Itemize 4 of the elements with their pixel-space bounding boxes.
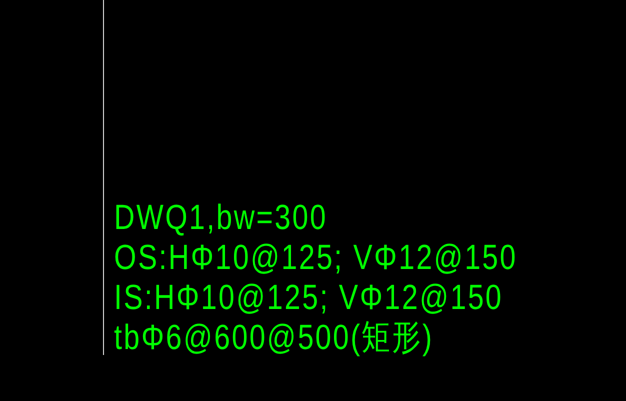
rebar-annotation: DWQ1,bw=300 — [114, 199, 328, 237]
rebar-annotation: tbΦ6@600@500(矩形) — [114, 319, 434, 357]
rebar-annotation: IS:HΦ10@125; VΦ12@150 — [114, 279, 504, 317]
rebar-annotation: OS:HΦ10@125; VΦ12@150 — [114, 239, 518, 277]
